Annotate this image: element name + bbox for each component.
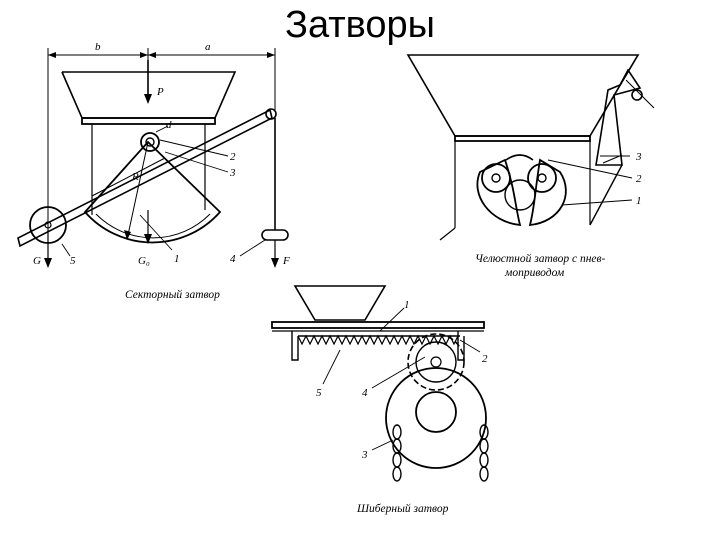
g0-label: G₀	[138, 255, 150, 267]
jaw-gate-drawing	[406, 54, 655, 241]
jaw-gate-caption-line1: Челюстной затвор с пнев-	[475, 252, 605, 265]
slide-callout-2: 2	[482, 353, 488, 365]
slide-callout-5: 5	[316, 387, 322, 399]
jaw-callout-1: 1	[636, 195, 642, 207]
sector-callout-2: 2	[230, 151, 236, 163]
sector-gate-caption: Секторный затвор	[125, 288, 220, 301]
jaw-callout-2: 2	[636, 173, 642, 185]
slide-callout-1: 1	[404, 299, 410, 311]
sector-callout-1: 1	[174, 253, 180, 265]
d-label: d	[166, 119, 172, 131]
slide-title: Затворы	[285, 4, 435, 46]
sector-callout-4: 4	[230, 253, 236, 265]
slide-gate-caption: Шиберный затвор	[356, 502, 449, 515]
f-label: F	[282, 255, 290, 267]
jaw-gate-caption-line2: моприводом	[504, 267, 565, 279]
slide-gate-drawing	[271, 285, 489, 482]
force-p-label: P	[156, 86, 164, 98]
jaw-callout-3: 3	[635, 151, 642, 163]
slide-callout-4: 4	[362, 387, 368, 399]
sector-callout-5: 5	[70, 255, 76, 267]
g-label: G	[33, 255, 41, 267]
dim-b-label: b	[95, 41, 101, 53]
radius-r-label: R	[131, 171, 139, 183]
sector-callout-3: 3	[229, 167, 236, 179]
sector-gate-drawing	[17, 48, 289, 268]
dim-a-label: a	[205, 41, 211, 53]
slide-callout-3: 3	[361, 449, 368, 461]
